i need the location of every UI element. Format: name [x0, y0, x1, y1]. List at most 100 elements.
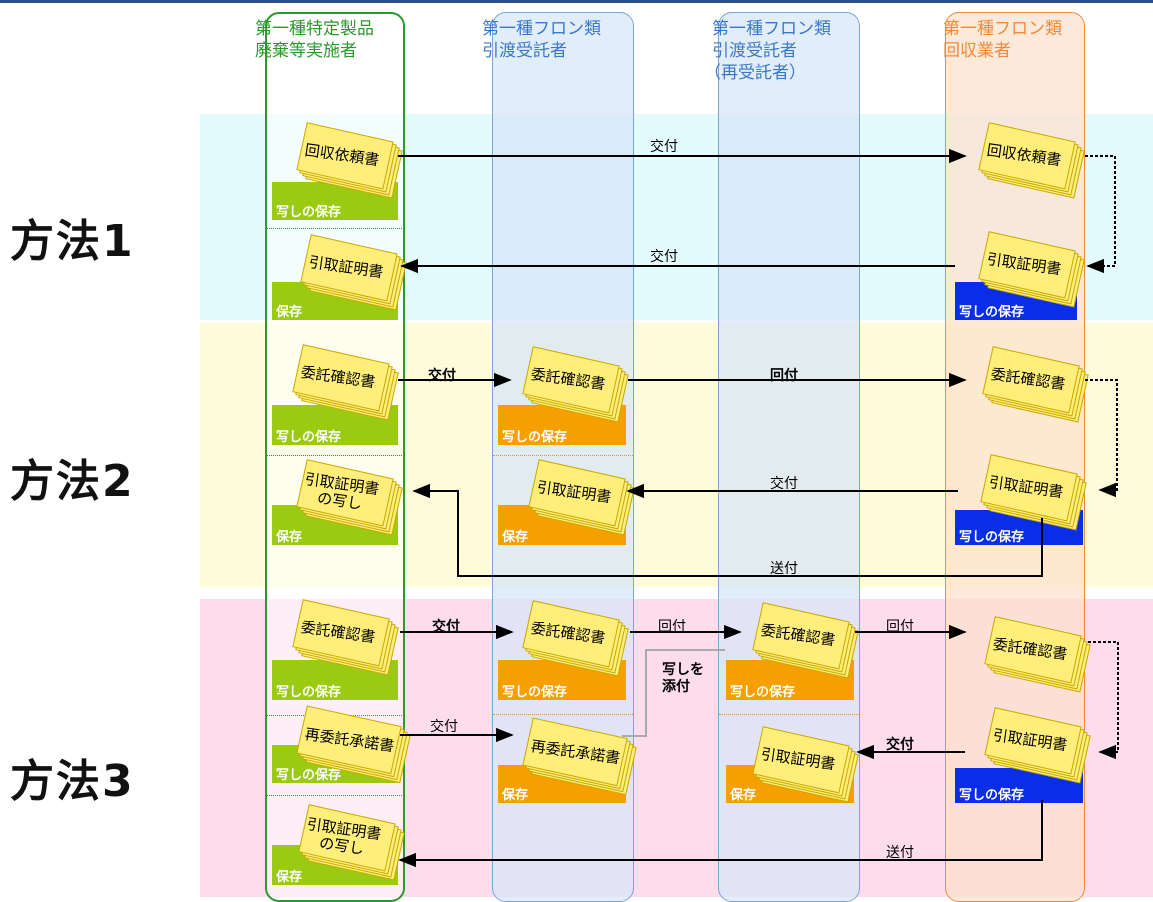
flow-label-deliver: 交付 [650, 139, 678, 155]
flow-label-attach-line2: 添付 [662, 679, 690, 695]
top-rule [0, 0, 1153, 3]
lane-title-line1: 第一種特定製品 [255, 19, 374, 39]
document-icon [980, 454, 1087, 531]
document-icon [752, 726, 859, 803]
flow-label-attach: 写しを 添付 [662, 662, 704, 696]
tag-label: 保存 [276, 870, 303, 885]
tag-copy-save: 写しの保存 [272, 660, 398, 700]
document-icon [300, 234, 407, 311]
document-icon [522, 717, 637, 796]
document-stack: 委託確認書 [522, 600, 629, 677]
dotted-m2 [1085, 379, 1118, 498]
flow-label-attach-line1: 写しを [662, 662, 704, 678]
lane-title-line2: 廃棄等実施者 [255, 41, 357, 61]
tag-copy-save: 写しの保存 [726, 660, 854, 700]
document-icon [752, 602, 859, 679]
lane-title-recoverer: 第一種フロン類 回収業者 [943, 18, 1062, 62]
document-icon [292, 344, 399, 421]
tag-label: 写しの保存 [276, 205, 342, 220]
document-icon [982, 346, 1089, 423]
separator [493, 455, 633, 456]
lane-title-line1: 第一種フロン類 [943, 19, 1062, 39]
lane-title-line2: 引渡受託者 [712, 41, 797, 61]
flow-label-send: 送付 [886, 845, 914, 861]
document-stack: 委託確認書 [292, 344, 399, 421]
document-icon [298, 804, 405, 881]
lane-title-line1: 第一種フロン類 [712, 19, 831, 39]
separator [719, 714, 859, 715]
document-stack: 引取証明書 [300, 234, 407, 311]
tag-label: 写しの保存 [276, 768, 342, 783]
method-3-label: 方法3 [10, 756, 135, 807]
flow-label-deliver: 交付 [770, 476, 798, 492]
tag-label: 保存 [502, 788, 529, 803]
tag-label: 写しの保存 [730, 685, 796, 700]
tag-copy-save: 写しの保存 [272, 182, 398, 220]
lane-title-disposer: 第一種特定製品 廃棄等実施者 [255, 18, 374, 62]
document-stack: 回収依頼書 [978, 122, 1085, 199]
flow-label-circulate: 回付 [770, 368, 798, 384]
document-stack: 委託確認書 [982, 346, 1089, 423]
flow-label-circulate: 回付 [658, 619, 686, 635]
flow-label-deliver: 交付 [886, 737, 914, 753]
separator [266, 795, 404, 796]
document-icon [522, 346, 629, 423]
document-stack: 再委託承諾書 [296, 705, 411, 784]
separator [266, 455, 404, 456]
lane-title-line3: （再受託者） [704, 63, 806, 83]
tag-label: 写しの保存 [276, 685, 342, 700]
document-stack: 引取証明書 [978, 231, 1085, 308]
document-icon [296, 122, 403, 199]
lane-title-line1: 第一種フロン類 [482, 19, 601, 39]
flow-label-deliver: 交付 [650, 249, 678, 265]
document-stack: 引取証明書の写し [298, 804, 405, 881]
method-1-label: 方法1 [10, 216, 135, 267]
tag-label: 写しの保存 [502, 685, 568, 700]
tag-label: 写しの保存 [959, 305, 1025, 320]
dotted-m3 [1088, 641, 1119, 760]
document-icon [522, 600, 629, 677]
arrow-m2-send [412, 483, 1043, 577]
flow-label-deliver: 交付 [428, 368, 456, 384]
lane-title-line2: 引渡受託者 [482, 41, 567, 61]
tag-label: 保存 [276, 305, 303, 320]
document-icon [978, 231, 1085, 308]
document-stack: 委託確認書 [752, 602, 859, 679]
document-stack: 委託確認書 [522, 346, 629, 423]
flow-label-send: 送付 [770, 561, 798, 577]
document-icon [978, 122, 1085, 199]
dotted-m1 [1085, 155, 1116, 274]
document-icon [528, 459, 635, 536]
lane-title-transferee: 第一種フロン類 引渡受託者 [482, 18, 601, 62]
tag-label: 写しの保存 [959, 530, 1025, 545]
tag-copy-save: 写しの保存 [498, 660, 626, 700]
lane-title-line2: 回収業者 [943, 41, 1011, 61]
document-icon [292, 599, 399, 676]
tag-label: 写しの保存 [502, 430, 568, 445]
document-stack: 再委託承諾書 [522, 717, 637, 796]
tag-copy-save: 写しの保存 [955, 768, 1083, 803]
flow-label-deliver: 交付 [430, 719, 458, 735]
lane-title-re-transferee: 第一種フロン類 引渡受託者 （再受託者） [704, 18, 831, 84]
document-icon [984, 616, 1091, 693]
tag-label: 保存 [276, 530, 303, 545]
tag-label: 保存 [502, 530, 529, 545]
arrow-m3-send [398, 800, 1043, 868]
separator [493, 714, 633, 715]
method-2-label: 方法2 [10, 456, 135, 507]
flow-label-circulate: 回付 [886, 619, 914, 635]
document-icon [296, 705, 411, 784]
document-icon [296, 459, 403, 536]
tag-label: 写しの保存 [276, 430, 342, 445]
document-stack: 引取証明書の写し [296, 459, 403, 536]
document-stack: 引取証明書 [980, 454, 1087, 531]
tag-label: 保存 [730, 788, 757, 803]
document-stack: 引取証明書 [752, 726, 859, 803]
document-stack: 回収依頼書 [296, 122, 403, 199]
document-stack: 引取証明書 [984, 707, 1091, 784]
attach-line [622, 649, 725, 737]
document-stack: 引取証明書 [528, 459, 635, 536]
flow-label-deliver: 交付 [432, 619, 460, 635]
document-stack: 委託確認書 [292, 599, 399, 676]
